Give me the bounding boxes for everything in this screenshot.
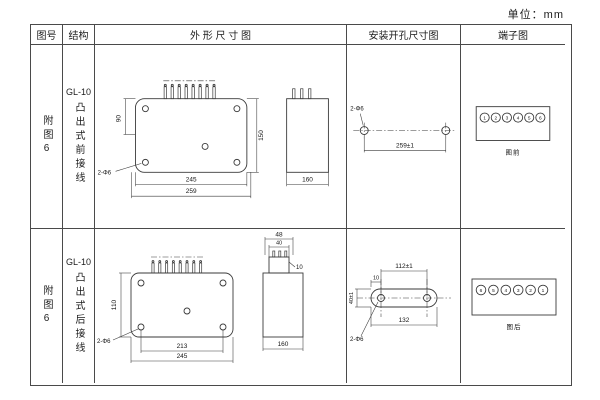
dim-width-outer: 245 bbox=[176, 353, 187, 360]
row1-outline-cell: 90 150 245 259 2-Φ6 160 bbox=[95, 45, 347, 229]
header-outline-dims: 外 形 尺 寸 图 bbox=[95, 25, 347, 45]
row1-install-cell: 2-Φ6 259±1 bbox=[347, 45, 461, 229]
hole-spec-label: 2-Φ6 bbox=[97, 339, 111, 345]
row1-figure-cell: 附图6 bbox=[31, 45, 63, 229]
row2-install-cell: 112±1 132 40±1 10 2-Φ6 bbox=[347, 229, 461, 383]
svg-text:6: 6 bbox=[539, 115, 542, 121]
row1-install-dimensions: 2-Φ6 259±1 bbox=[350, 107, 446, 153]
hole-spec-label: 2-Φ6 bbox=[97, 170, 111, 176]
svg-text:3: 3 bbox=[506, 115, 509, 121]
dim-hole-offset: 10 bbox=[372, 276, 378, 282]
row1-outline-dimensions: 90 150 245 259 2-Φ6 160 bbox=[97, 98, 329, 199]
install-hole-spec-label: 2-Φ6 bbox=[350, 337, 364, 343]
svg-text:3: 3 bbox=[517, 288, 520, 294]
dim-depth: 160 bbox=[302, 176, 313, 183]
dim-slot-height: 40±1 bbox=[349, 292, 355, 304]
row2-outline-dimensions: 110 213 245 2-Φ6 48 40 10 bbox=[97, 232, 303, 363]
row2-structure-cell: GL-10 凸出式后接线 bbox=[63, 229, 95, 383]
row2-terminal-cell: 6 5 4 3 2 1 图后 bbox=[461, 229, 565, 383]
header-install-dims: 安装开孔尺寸图 bbox=[347, 25, 461, 45]
row2-install-drawing: 112±1 132 40±1 10 2-Φ6 bbox=[349, 263, 451, 343]
row2-model-label: GL-10 bbox=[65, 256, 91, 267]
install-hole-spec-label: 2-Φ6 bbox=[350, 107, 364, 113]
svg-text:1: 1 bbox=[483, 115, 486, 121]
svg-text:1: 1 bbox=[542, 288, 545, 294]
dim-install-span: 259±1 bbox=[396, 142, 414, 149]
svg-text:5: 5 bbox=[492, 288, 495, 294]
dim-height: 110 bbox=[111, 299, 118, 310]
row2-terminal-caption: 图后 bbox=[507, 322, 522, 331]
row1-side-view bbox=[285, 88, 329, 173]
row2-structure-label: 凸出式后接线 bbox=[73, 271, 84, 356]
row1-model-label: GL-10 bbox=[65, 87, 91, 97]
row1-terminal-cell: 1 2 3 4 5 6 图前 bbox=[461, 45, 565, 229]
header-structure: 结构 bbox=[63, 25, 95, 45]
header-terminal-diagram: 端子图 bbox=[461, 25, 565, 45]
svg-text:4: 4 bbox=[517, 115, 520, 121]
row2-figure-cell: 附图6 bbox=[31, 229, 63, 383]
row1-install-holes bbox=[352, 122, 455, 139]
dim-height: 150 bbox=[257, 130, 264, 141]
row2-terminal-block: 6 5 4 3 2 1 bbox=[471, 278, 557, 316]
row2-outline-drawing: 110 213 245 2-Φ6 48 40 10 bbox=[97, 232, 303, 363]
row2-side-view bbox=[262, 250, 303, 338]
header-figure-no: 图号 bbox=[31, 25, 63, 45]
svg-text:4: 4 bbox=[504, 288, 507, 294]
row1-terminal-block: 1 2 3 4 5 6 bbox=[475, 106, 551, 141]
dim-block-width: 40 bbox=[275, 241, 281, 247]
dim-width-inner: 213 bbox=[176, 343, 187, 350]
svg-text:6: 6 bbox=[480, 288, 483, 294]
row1-install-drawing: 2-Φ6 259±1 bbox=[350, 107, 455, 153]
dim-depth: 160 bbox=[277, 341, 288, 348]
dim-block-offset: 10 bbox=[296, 265, 303, 271]
svg-text:5: 5 bbox=[528, 115, 531, 121]
row1-front-view bbox=[134, 80, 247, 173]
row1-structure-cell: GL-10 凸出式前接线 bbox=[63, 45, 95, 229]
svg-text:2: 2 bbox=[494, 115, 497, 121]
dim-hole-span: 112±1 bbox=[395, 263, 413, 270]
row1-figure-number: 附图6 bbox=[41, 115, 52, 158]
row1-structure-label: 凸出式前接线 bbox=[73, 102, 84, 186]
row2-front-view bbox=[130, 256, 233, 338]
row1-outline-drawing: 90 150 245 259 2-Φ6 160 bbox=[97, 80, 329, 199]
unit-label: 单位：mm bbox=[507, 9, 564, 21]
dim-width-inner: 245 bbox=[185, 176, 196, 183]
dim-outer-span: 132 bbox=[398, 317, 409, 324]
row2-outline-cell: 110 213 245 2-Φ6 48 40 10 bbox=[95, 229, 347, 383]
row2-figure-number: 附图6 bbox=[41, 284, 52, 328]
row2-terminal-drawing: 6 5 4 3 2 1 图后 bbox=[471, 278, 557, 331]
row2-install-dimensions: 112±1 132 40±1 10 2-Φ6 bbox=[349, 263, 437, 343]
dim-top-height: 90 bbox=[115, 115, 122, 123]
row1-terminal-drawing: 1 2 3 4 5 6 图前 bbox=[475, 106, 551, 156]
row1-terminal-caption: 图前 bbox=[506, 147, 521, 156]
dim-width-outer: 259 bbox=[185, 188, 196, 195]
dim-block-outer: 48 bbox=[275, 232, 283, 239]
spec-table: 图号 结构 外 形 尺 寸 图 安装开孔尺寸图 端子图 附图6 GL-10 凸出… bbox=[30, 24, 572, 386]
svg-text:2: 2 bbox=[529, 288, 532, 294]
row2-install-slot bbox=[356, 279, 451, 317]
